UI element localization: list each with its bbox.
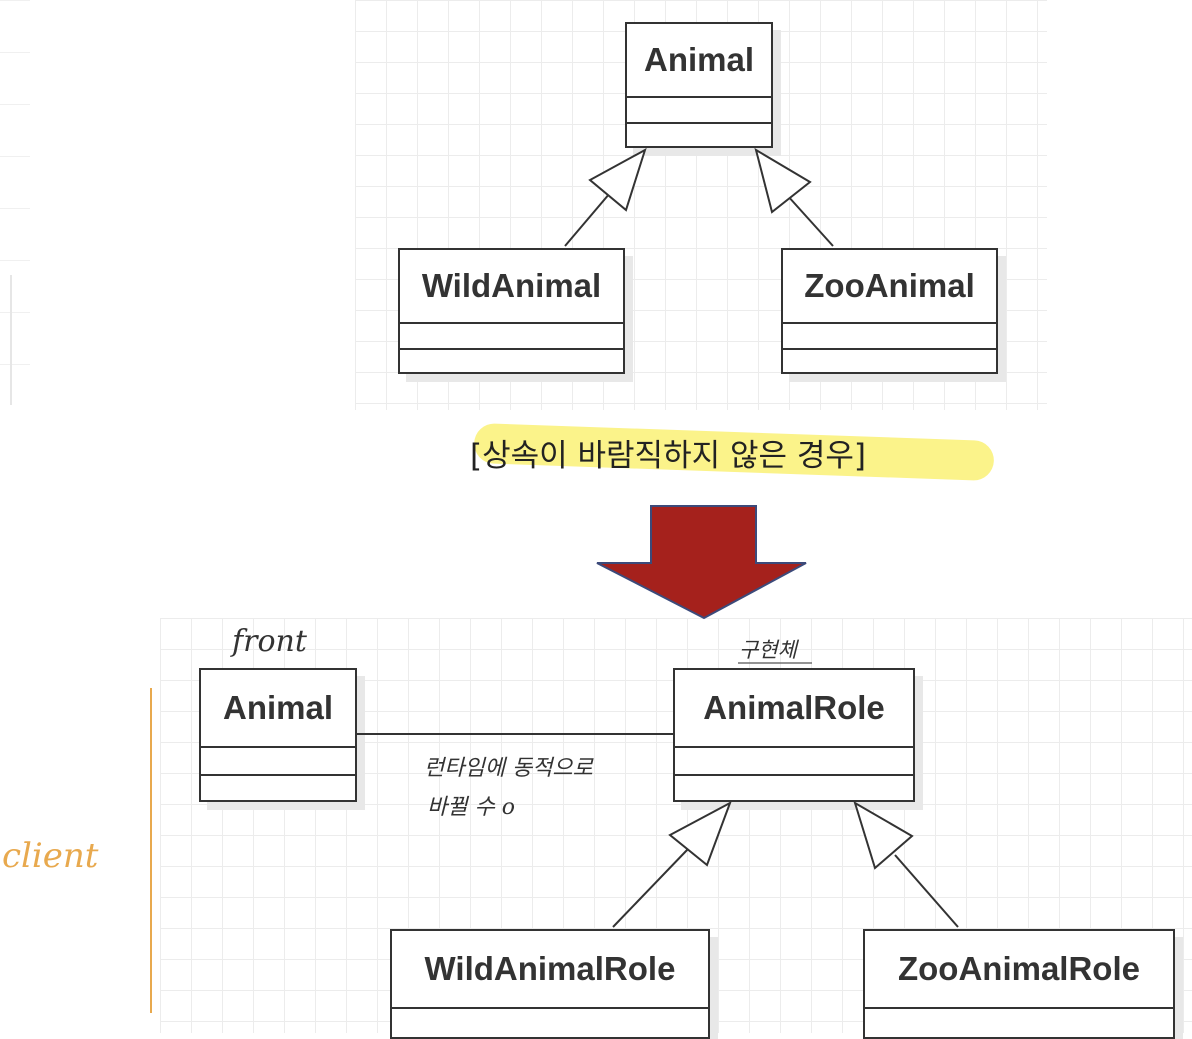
class-zoo-animal: ZooAnimal (781, 248, 998, 374)
caption-text: [상속이 바람직하지 않은 경우] (470, 438, 866, 474)
class-animal-bottom: Animal (199, 668, 357, 802)
generalization-arrowhead-wild-role (668, 800, 732, 867)
left-grid-fragment (0, 0, 30, 410)
class-attributes (865, 1007, 1173, 1033)
class-name: ZooAnimal (804, 267, 975, 304)
annotation-front: front (232, 624, 307, 659)
class-methods (675, 774, 913, 804)
annotation-client: client (2, 836, 99, 876)
class-animal-top: Animal (625, 22, 773, 148)
left-box-fragment (0, 275, 12, 405)
class-attributes (627, 96, 771, 122)
generalization-line-wild-role (612, 848, 689, 928)
annotation-implementation: 구현체 (739, 638, 797, 662)
class-attributes (400, 322, 623, 348)
generalization-line-wild (564, 192, 611, 247)
class-animal-role: AnimalRole (673, 668, 915, 802)
class-attributes (783, 322, 996, 348)
class-zoo-animal-role: ZooAnimalRole (863, 929, 1175, 1039)
generalization-arrowhead-zoo-role (853, 800, 914, 870)
class-name: ZooAnimalRole (897, 950, 1140, 987)
class-name: WildAnimal (421, 267, 602, 304)
class-name: Animal (222, 689, 334, 726)
class-wild-animal: WildAnimal (398, 248, 625, 374)
client-bracket-line (150, 688, 152, 1013)
generalization-arrowhead-zoo (754, 147, 812, 214)
class-methods (201, 774, 355, 804)
class-name: AnimalRole (703, 689, 885, 726)
class-methods (400, 348, 623, 378)
generalization-line-zoo-role (894, 854, 959, 928)
transition-arrow (596, 505, 807, 620)
class-methods (627, 122, 771, 152)
class-name: WildAnimalRole (424, 950, 676, 987)
annotation-runtime-line1: 런타임에 동적으로 (424, 756, 593, 781)
annotation-runtime-line2: 바뀔 수 o (427, 795, 515, 820)
class-attributes (675, 746, 913, 774)
caption: [상속이 바람직하지 않은 경우] (462, 412, 1002, 487)
class-name: Animal (643, 41, 755, 78)
class-methods (783, 348, 996, 378)
class-attributes (392, 1007, 708, 1033)
class-attributes (201, 746, 355, 774)
generalization-arrowhead-wild (588, 147, 647, 212)
generalization-line-zoo (786, 194, 834, 247)
